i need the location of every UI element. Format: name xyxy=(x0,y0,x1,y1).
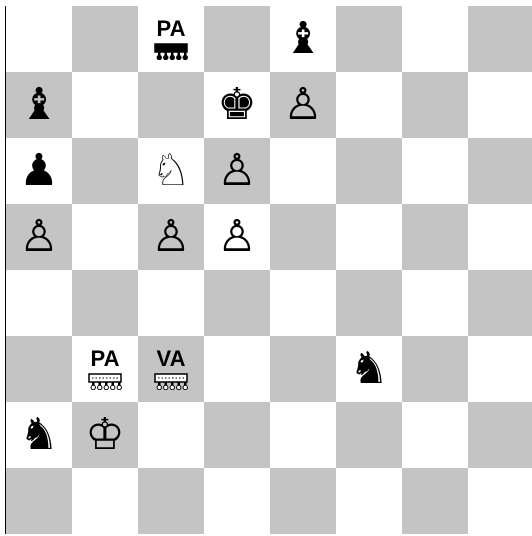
board-square[interactable]: PA xyxy=(138,6,204,72)
board-square[interactable] xyxy=(204,402,270,468)
board-square[interactable] xyxy=(72,72,138,138)
fairy-piece-va[interactable]: VA xyxy=(138,336,204,402)
board-square[interactable]: ♙ xyxy=(138,204,204,270)
board-square[interactable] xyxy=(468,204,532,270)
board-square[interactable] xyxy=(402,72,468,138)
board-square[interactable]: ♙ xyxy=(270,72,336,138)
white-king-icon[interactable]: ♔ xyxy=(72,402,138,468)
board-square[interactable] xyxy=(6,6,72,72)
board-square[interactable]: VA xyxy=(138,336,204,402)
crown-base-icon xyxy=(87,372,123,390)
board-square[interactable] xyxy=(270,204,336,270)
board-square[interactable] xyxy=(204,270,270,336)
board-square[interactable] xyxy=(402,270,468,336)
black-knight-icon[interactable]: ♞ xyxy=(336,336,402,402)
board-square[interactable] xyxy=(468,138,532,204)
board-square[interactable] xyxy=(138,402,204,468)
black-bishop-icon[interactable]: ♝ xyxy=(270,6,336,72)
crown-base-icon xyxy=(153,372,189,390)
board-square[interactable] xyxy=(6,468,72,534)
white-pawn-icon[interactable]: ♙ xyxy=(204,204,270,270)
fairy-piece-label: VA xyxy=(157,348,186,370)
board-square[interactable] xyxy=(468,6,532,72)
board-square[interactable] xyxy=(468,72,532,138)
black-king-icon[interactable]: ♚ xyxy=(204,72,270,138)
board-square[interactable] xyxy=(402,6,468,72)
board-square[interactable]: ♟ xyxy=(6,138,72,204)
board-square[interactable] xyxy=(6,336,72,402)
fairy-piece-label: PA xyxy=(91,348,120,370)
board-square[interactable] xyxy=(138,270,204,336)
board-square[interactable] xyxy=(138,72,204,138)
board-square[interactable] xyxy=(6,270,72,336)
board-square[interactable] xyxy=(270,138,336,204)
board-square[interactable] xyxy=(270,336,336,402)
board-square[interactable] xyxy=(402,402,468,468)
board-square[interactable] xyxy=(336,402,402,468)
board-square[interactable]: ♘ xyxy=(138,138,204,204)
board-square[interactable]: ♚ xyxy=(204,72,270,138)
board-square[interactable]: ♝ xyxy=(270,6,336,72)
board-square[interactable] xyxy=(204,468,270,534)
fairy-piece-pa[interactable]: PA xyxy=(138,6,204,72)
board-square[interactable]: ♙ xyxy=(204,138,270,204)
board-square[interactable] xyxy=(204,6,270,72)
board-square[interactable] xyxy=(336,468,402,534)
board-square[interactable] xyxy=(72,6,138,72)
board-square[interactable] xyxy=(336,138,402,204)
board-square[interactable] xyxy=(270,402,336,468)
board-square[interactable] xyxy=(204,336,270,402)
board-square[interactable] xyxy=(72,204,138,270)
board-square[interactable] xyxy=(72,270,138,336)
white-pawn-icon[interactable]: ♙ xyxy=(6,204,72,270)
board-square[interactable] xyxy=(402,138,468,204)
black-bishop-icon[interactable]: ♝ xyxy=(6,72,72,138)
board-square[interactable] xyxy=(270,270,336,336)
board-square[interactable] xyxy=(468,402,532,468)
board-square[interactable] xyxy=(336,6,402,72)
board-square[interactable] xyxy=(468,270,532,336)
black-pawn-icon[interactable]: ♟ xyxy=(6,138,72,204)
white-knight-icon[interactable]: ♘ xyxy=(138,138,204,204)
board-square[interactable]: ♞ xyxy=(6,402,72,468)
board-square[interactable]: ♝ xyxy=(6,72,72,138)
board-square[interactable]: ♙ xyxy=(6,204,72,270)
board-square[interactable] xyxy=(72,138,138,204)
board-square[interactable] xyxy=(72,468,138,534)
white-pawn-icon[interactable]: ♙ xyxy=(138,204,204,270)
board-square[interactable]: ♞ xyxy=(336,336,402,402)
crown-base-icon xyxy=(153,42,189,60)
board-square[interactable] xyxy=(336,72,402,138)
board-square[interactable] xyxy=(270,468,336,534)
white-pawn-icon[interactable]: ♙ xyxy=(204,138,270,204)
board-square[interactable]: ♙ xyxy=(204,204,270,270)
board-square[interactable] xyxy=(138,468,204,534)
board-square[interactable] xyxy=(468,468,532,534)
board-square[interactable] xyxy=(402,468,468,534)
board-square[interactable] xyxy=(402,336,468,402)
white-pawn-icon[interactable]: ♙ xyxy=(270,72,336,138)
board-square[interactable] xyxy=(336,204,402,270)
black-knight-icon[interactable]: ♞ xyxy=(6,402,72,468)
board-square[interactable] xyxy=(336,270,402,336)
board-square[interactable]: PA xyxy=(72,336,138,402)
board-square[interactable] xyxy=(402,204,468,270)
fairy-piece-label: PA xyxy=(157,18,186,40)
fairy-piece-pa[interactable]: PA xyxy=(72,336,138,402)
board-square[interactable] xyxy=(468,336,532,402)
board-square[interactable]: ♔ xyxy=(72,402,138,468)
